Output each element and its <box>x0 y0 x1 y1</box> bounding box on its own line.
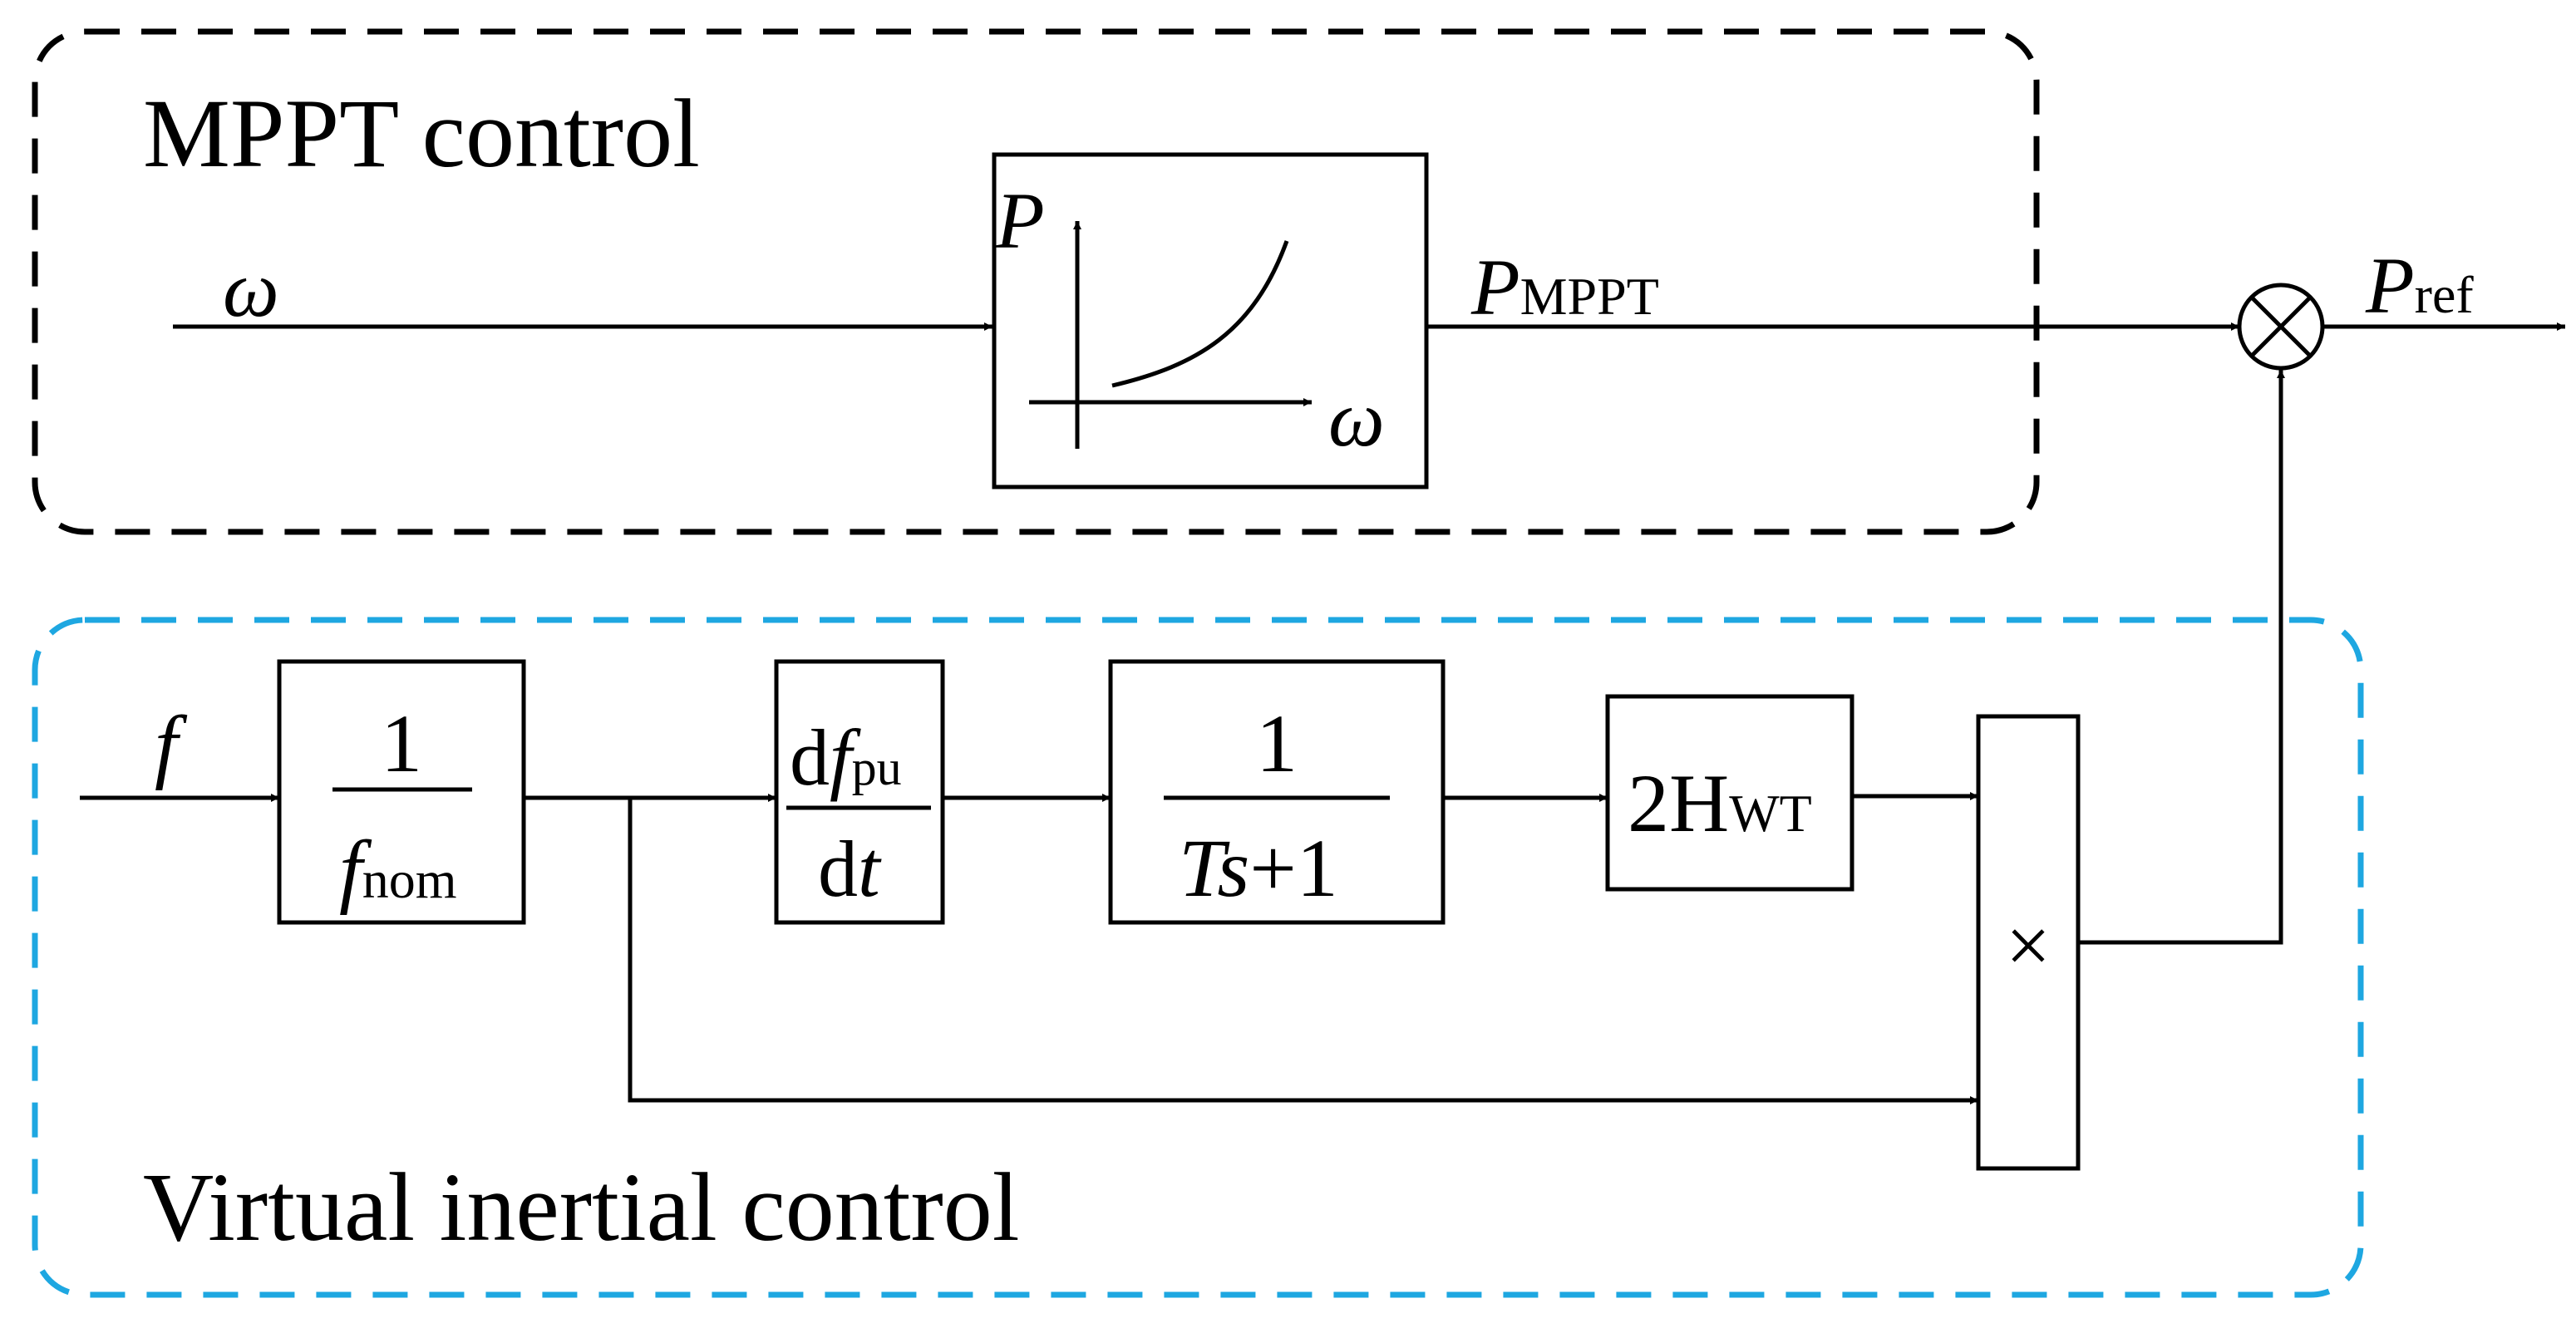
multiplier-block <box>1976 714 2081 1171</box>
derivative-denominator: dt <box>818 824 882 913</box>
curve-y-axis-label: P <box>995 176 1045 265</box>
virtual-inertial-control-label: Virtual inertial control <box>143 1153 1020 1262</box>
summing-junction <box>2237 283 2325 371</box>
power-curve <box>1111 240 1289 388</box>
gain-label: 2HWT <box>1628 757 1812 849</box>
p-mppt-label: PMPPT <box>1470 243 1659 332</box>
p-ref-label: Pref <box>2365 241 2474 330</box>
omega-input-label: ω <box>223 244 279 333</box>
normalize-numerator: 1 <box>381 697 422 789</box>
normalize-block <box>277 659 526 925</box>
f-input-label: f <box>155 699 188 791</box>
gain-block <box>1605 694 1854 892</box>
mppt-control-label: MPPT control <box>143 79 700 188</box>
virtual-inertial-control-group <box>32 617 2364 1298</box>
fpu-branch-line <box>628 798 1978 1104</box>
curve-x-axis-label: ω <box>1328 374 1385 463</box>
filter-block <box>1108 659 1446 925</box>
filter-numerator: 1 <box>1256 697 1298 789</box>
derivative-block <box>774 659 945 925</box>
normalize-denominator: fnom <box>339 824 457 916</box>
multiplier-symbol: × <box>2006 901 2051 990</box>
filter-denominator: Ts+1 <box>1179 822 1338 914</box>
mppt-curve-block <box>992 152 1429 489</box>
multiplier-to-sum-line <box>2078 370 2285 945</box>
mppt-control-group <box>32 28 2040 535</box>
